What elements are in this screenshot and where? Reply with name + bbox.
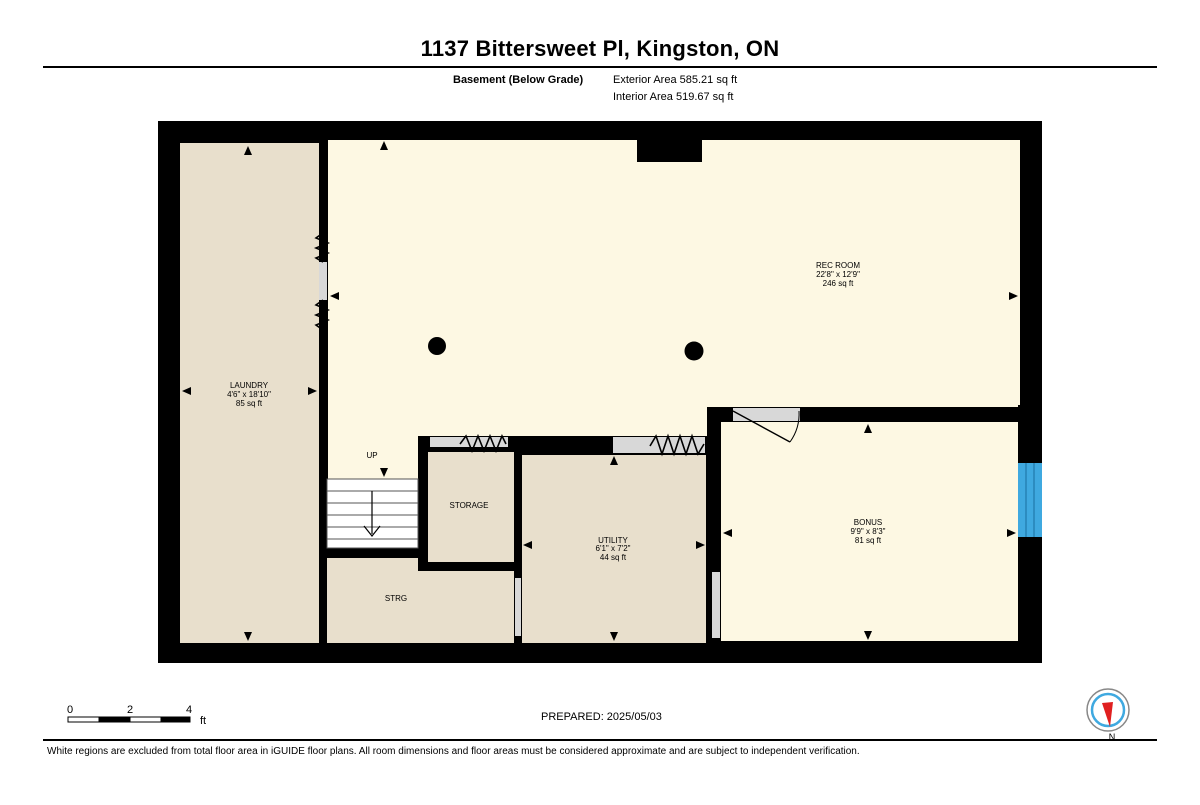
support-column-1 (428, 337, 446, 355)
dimension-arrows (182, 141, 1018, 641)
wall-laundry-rec (319, 138, 327, 643)
laundry-bifold-upper (313, 232, 331, 263)
utility-bifold (649, 433, 705, 457)
wall-storage-bottom (418, 562, 522, 571)
scale-seg-3 (129, 716, 162, 723)
arrow-rec-top (380, 141, 388, 150)
bonus-name: BONUS (854, 518, 882, 527)
laundry-bifold-lower (313, 299, 331, 331)
storage-bifold (459, 433, 507, 454)
scale-tick-4: 4 (186, 704, 192, 716)
interior-area: Interior Area 519.67 sq ft (613, 91, 734, 103)
footer-rule (43, 739, 1157, 741)
compass-north-label: N (1109, 732, 1116, 742)
plan-title: 1137 Bittersweet Pl, Kingston, ON (420, 36, 780, 61)
scale-seg-2 (98, 716, 131, 723)
bonus-floor (721, 422, 1019, 641)
bonus-door-leaf (732, 410, 791, 443)
utility-name: UTILITY (598, 536, 628, 545)
strg-door-gap (515, 578, 521, 636)
bonus-side-door (712, 572, 720, 638)
exterior-area: Exterior Area 585.21 sq ft (613, 74, 738, 86)
scale-tick-0: 0 (67, 704, 73, 716)
floor-label: Basement (Below Grade) (453, 74, 584, 86)
stair-direction-arrow (363, 525, 381, 537)
arrow-bonus-top (864, 424, 872, 433)
scale-seg-4 (160, 716, 191, 723)
bonus-window (1018, 463, 1042, 537)
scale-bar: 0 2 4 ft (67, 704, 206, 727)
arrow-rec-left (330, 292, 339, 300)
arrow-rec-bottom (380, 468, 388, 477)
rec-room-area: 246 sq ft (823, 279, 854, 288)
laundry-floor (180, 143, 320, 643)
arrow-utility-right (696, 541, 705, 549)
bonus-dims: 9'9" x 8'3" (851, 527, 886, 536)
wall-storage-right (514, 445, 522, 645)
support-column-2 (684, 341, 704, 361)
arrow-bonus-left (723, 529, 732, 537)
chimney-block (637, 138, 702, 162)
rec-room-name: REC ROOM (816, 261, 860, 270)
wall-storage-left (418, 436, 428, 570)
bonus-door-gap (733, 408, 800, 421)
disclaimer: White regions are excluded from total fl… (47, 746, 860, 757)
arrow-laundry-left (182, 387, 191, 395)
rec-room-dims: 22'8" x 12'9" (816, 270, 860, 279)
compass-icon: N (1086, 688, 1130, 742)
arrow-bonus-right (1007, 529, 1016, 537)
prepared-date: PREPARED: 2025/05/03 (541, 711, 662, 723)
arrow-utility-top (610, 456, 618, 465)
arrow-laundry-bottom (244, 632, 252, 641)
scale-unit: ft (200, 715, 206, 727)
rec-room-floor (328, 140, 1020, 408)
laundry-area: 85 sq ft (236, 399, 263, 408)
laundry-dims: 4'6" x 18'10" (227, 390, 271, 399)
scale-seg-1 (67, 716, 100, 723)
arrow-utility-bottom (610, 632, 618, 641)
utility-floor (522, 455, 706, 643)
rec-room-floor-lower (328, 400, 708, 438)
arrow-rec-right (1009, 292, 1018, 300)
arrow-utility-left (523, 541, 532, 549)
utility-area: 44 sq ft (600, 553, 627, 562)
stair-landing-floor (328, 436, 420, 480)
storage-name: STORAGE (450, 501, 489, 510)
utility-dims: 6'1" x 7'2" (596, 544, 631, 553)
scale-tick-2: 2 (127, 704, 133, 716)
arrow-laundry-right (308, 387, 317, 395)
compass-needle (1102, 702, 1113, 727)
header-rule (43, 66, 1157, 68)
arrow-laundry-top (244, 146, 252, 155)
strg-floor (326, 558, 516, 643)
stairs-up-label: UP (366, 451, 377, 460)
laundry-opening (319, 262, 327, 300)
strg-name: STRG (385, 594, 407, 603)
storage-floor (427, 447, 515, 563)
bonus-door-arc (789, 410, 800, 443)
bonus-area: 81 sq ft (855, 536, 882, 545)
laundry-name: LAUNDRY (230, 381, 269, 390)
wall-stairs-bottom (322, 548, 422, 558)
arrow-bonus-bottom (864, 631, 872, 640)
